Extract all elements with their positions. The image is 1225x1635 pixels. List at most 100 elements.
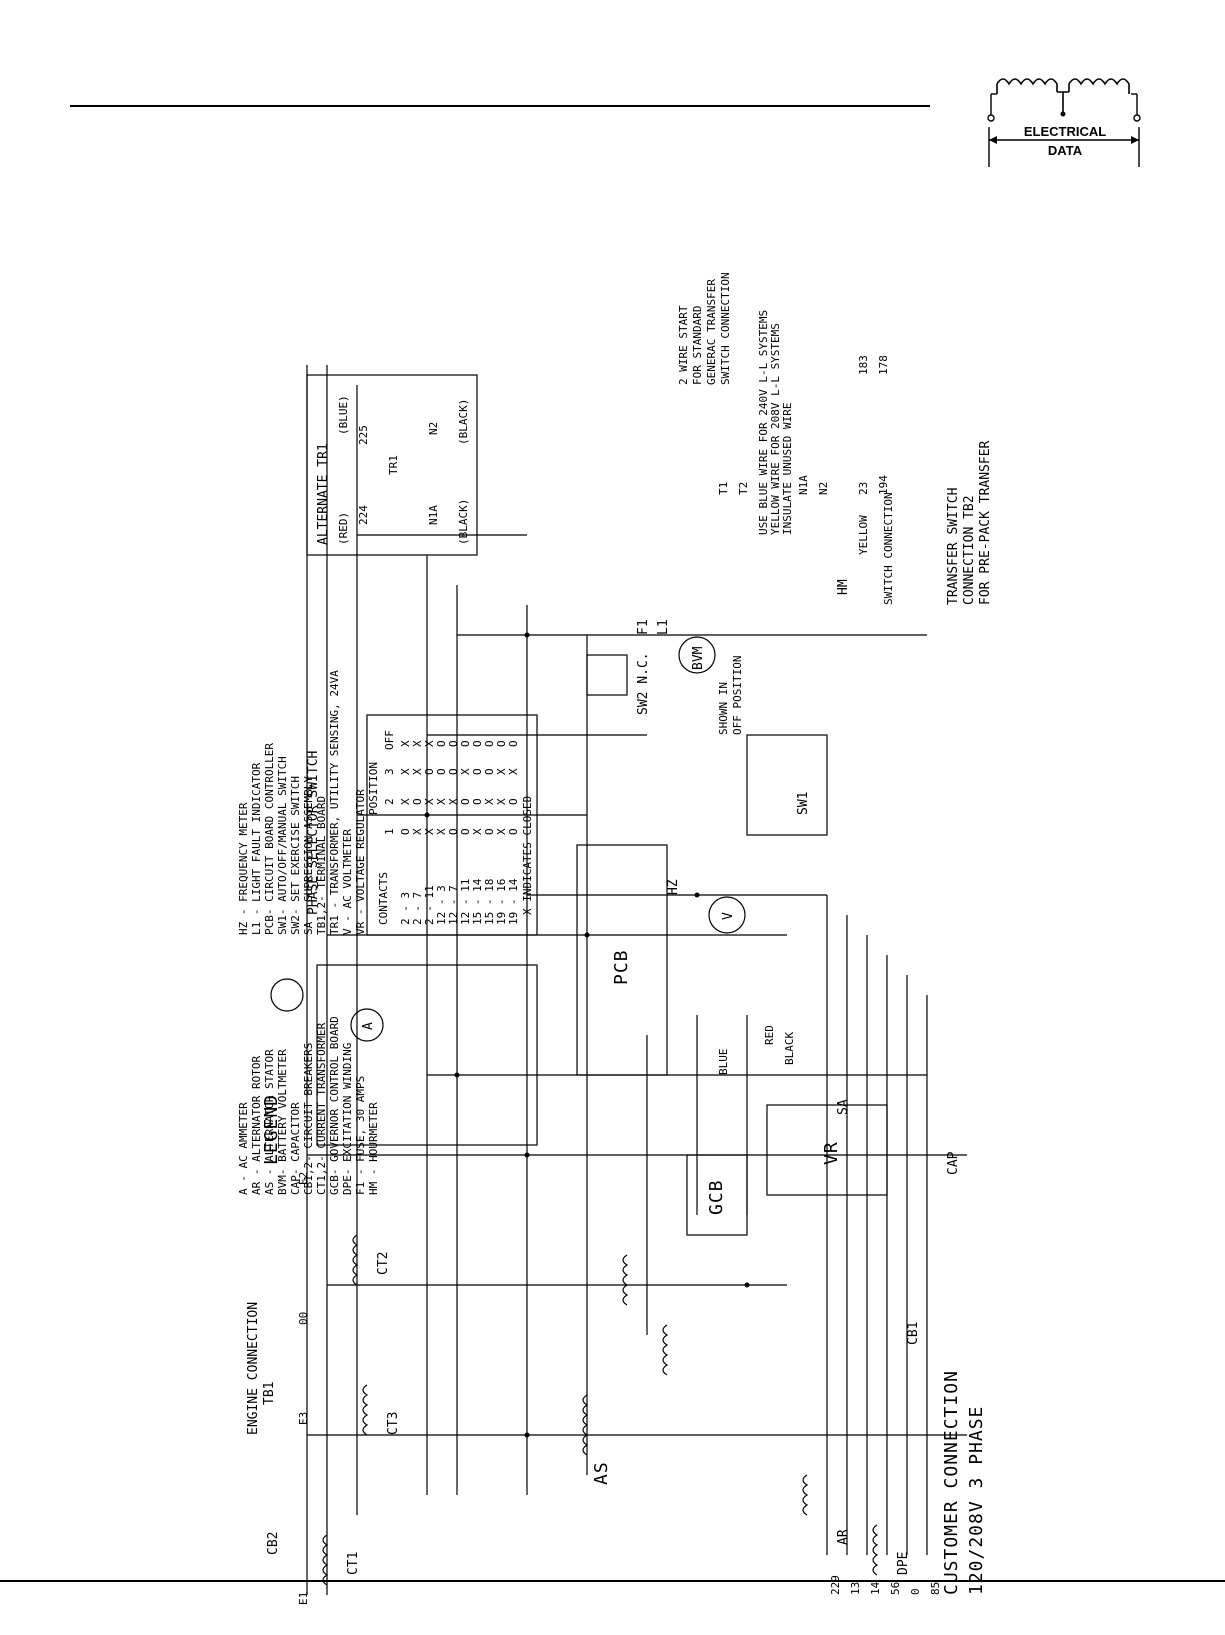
legend-entry: CAP- CAPACITOR: [289, 1102, 302, 1195]
phase-row-value: O: [423, 768, 436, 775]
phase-table-header-position: POSITION: [367, 762, 380, 815]
wiring-diagram: CUSTOMER CONNECTION 120/208V 3 PHASE ENG…: [237, 272, 993, 1605]
as-label: AS: [591, 1461, 612, 1485]
transfer-term-23: 23: [857, 482, 870, 495]
transfer-term-194: 194: [877, 475, 890, 495]
customer-connection-subtitle: 120/208V 3 PHASE: [966, 1406, 987, 1595]
phase-row-contacts: 12 - 7: [447, 885, 460, 925]
transfer-term-n2: N2: [817, 482, 830, 495]
legend-entry: SW1- AUTO/OFF/MANUAL SWITCH: [276, 756, 289, 935]
phase-row-value: X: [495, 798, 508, 805]
phase-row-value: O: [483, 768, 496, 775]
engine-connection-label: ENGINE CONNECTION: [246, 1302, 261, 1435]
transfer-title-4: SWITCH CONNECTION: [882, 492, 895, 605]
phase-row-value: O: [471, 768, 484, 775]
phase-pos-3: 3: [383, 768, 396, 775]
wire-black: BLACK: [783, 1032, 796, 1065]
phase-row-value: O: [471, 740, 484, 747]
phase-table-header-contacts: CONTACTS: [377, 872, 390, 925]
pcb-label: PCB: [611, 949, 632, 985]
electrical-data-logo-icon: [987, 78, 1141, 167]
engine-term-229: 229: [829, 1575, 842, 1595]
blue-note-1: USE BLUE WIRE FOR 240V L-L SYSTEMS: [757, 310, 770, 535]
ar-label: AR: [836, 1529, 851, 1545]
e1-label: E1: [297, 1592, 310, 1605]
phase-row-value: O: [447, 768, 460, 775]
phase-row-value: O: [483, 740, 496, 747]
legend-entry: CB1,2- CIRCUIT BREAKERS: [302, 1043, 315, 1195]
legend-entry: GCB- GOVERNOR CONTROL BOARD: [328, 1016, 341, 1195]
junction-dots: [424, 632, 750, 1438]
legend-entry: SW2- SET EXERCISE SWITCH: [289, 776, 302, 935]
two-wire-4: SWITCH CONNECTION: [719, 272, 732, 385]
phase-row-contacts: 19 - 14: [507, 878, 520, 925]
legend-entry: PCB- CIRCUIT BOARD CONTROLLER: [263, 743, 276, 935]
legend-entry: F1 - FUSE, 30 AMPS: [354, 1076, 367, 1195]
ct2-label: CT2: [376, 1252, 391, 1275]
phase-row-value: O: [447, 828, 460, 835]
engine-term-14: 14: [869, 1581, 882, 1595]
sw1-label: SW1: [796, 792, 811, 815]
legend-title: LEGEND: [261, 1094, 282, 1165]
alternate-tr1-title: ALTERNATE TR1: [316, 443, 331, 545]
alt-tr1: TR1: [387, 455, 400, 475]
phase-pos-2: 2: [383, 798, 396, 805]
phase-row-value: O: [459, 798, 472, 805]
phase-row-contacts: 15 - 14: [471, 878, 484, 925]
two-wire-2: FOR STANDARD: [691, 306, 704, 385]
phase-row-value: O: [471, 798, 484, 805]
wire-yellow: YELLOW: [857, 515, 870, 555]
e3-label: E3: [297, 1412, 310, 1425]
alt-blue: (BLUE): [337, 395, 350, 435]
phase-row-value: O: [399, 828, 412, 835]
phase-row-value: X: [423, 740, 436, 747]
phase-row-value: O: [459, 828, 472, 835]
legend-entry: CT1,2- CURRENT TRANSFORMER: [315, 1022, 328, 1195]
two-wire-3: GENERAC TRANSFER: [705, 279, 718, 385]
logo-line-1: ELECTRICAL: [1023, 124, 1107, 139]
ct1-label: CT1: [346, 1552, 361, 1575]
phase-row-contacts: 2 - 11: [423, 885, 436, 925]
two-wire-178: 178: [877, 355, 890, 375]
wires: [270, 365, 967, 1595]
engine-term-13: 13: [849, 1582, 862, 1595]
alt-black-2: (BLACK): [457, 399, 470, 445]
wire-red: RED: [763, 1025, 776, 1045]
legend-entry: DPE- EXCITATION WINDING: [341, 1043, 354, 1195]
phase-row-value: X: [399, 740, 412, 747]
phase-row-value: O: [411, 798, 424, 805]
phase-row-value: X: [471, 828, 484, 835]
hm-label: HM: [836, 579, 851, 595]
phase-row-value: O: [495, 740, 508, 747]
alt-225: 225: [357, 425, 370, 445]
two-wire-1: 2 WIRE START: [677, 305, 690, 385]
sw-shown-2: OFF POSITION: [731, 656, 744, 735]
legend-entry: HZ - FREQUENCY METER: [237, 802, 250, 935]
phase-row-value: X: [399, 798, 412, 805]
legend-entry: TR1 - TRANSFORMER, UTILITY SENSING, 24VA: [328, 670, 341, 935]
legend-entry: VR - VOLTAGE REGULATOR: [354, 789, 367, 935]
alt-red: (RED): [337, 512, 350, 545]
l1-label: L1: [656, 619, 671, 635]
vr-label: VR: [821, 1141, 842, 1165]
alt-n2: N2: [427, 422, 440, 435]
phase-row-contacts: 2 - 7: [411, 892, 424, 925]
customer-connection-title: CUSTOMER CONNECTION: [941, 1370, 962, 1595]
cap-label: CAP: [946, 1151, 961, 1175]
phase-pos-off: OFF: [383, 730, 396, 750]
phase-row-value: X: [411, 740, 424, 747]
sw-shown-1: SHOWN IN: [717, 682, 730, 735]
e00-label: 00: [297, 1312, 310, 1325]
phase-row-value: X: [459, 768, 472, 775]
bvm-label: BVM: [691, 646, 706, 670]
phase-row-value: X: [423, 798, 436, 805]
wiring-diagram-rotated: CUSTOMER CONNECTION 120/208V 3 PHASE ENG…: [227, 272, 997, 1635]
phase-row-value: O: [483, 828, 496, 835]
phase-row-value: O: [507, 828, 520, 835]
blue-note-3: INSULATE UNUSED WIRE: [781, 403, 794, 535]
engine-tb-label: TB1: [262, 1382, 277, 1405]
